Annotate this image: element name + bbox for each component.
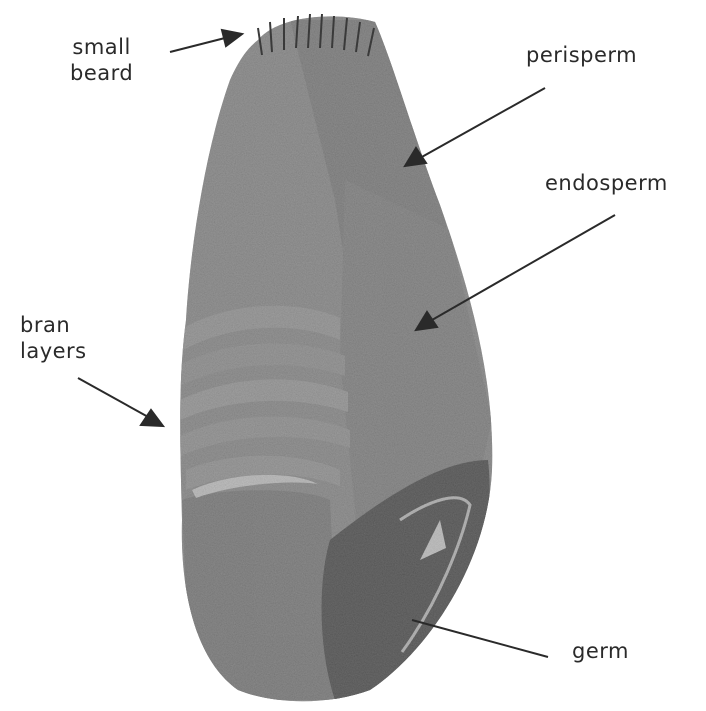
arrow-small-beard — [170, 30, 242, 52]
label-endosperm: endosperm — [545, 170, 668, 196]
arrow-germ — [412, 620, 548, 657]
label-bran-layers: bran layers — [20, 312, 87, 364]
label-small-beard: small beard — [70, 34, 133, 86]
grain-body — [170, 10, 510, 707]
label-germ: germ — [572, 638, 629, 664]
label-perisperm: perisperm — [526, 42, 637, 68]
label-bran-line2: layers — [20, 338, 87, 364]
label-small-beard-line2: beard — [70, 60, 133, 86]
label-small-beard-line1: small — [70, 34, 133, 60]
arrow-perisperm — [405, 88, 545, 166]
label-bran-line1: bran — [20, 312, 87, 338]
arrow-bran-layers — [78, 378, 163, 426]
